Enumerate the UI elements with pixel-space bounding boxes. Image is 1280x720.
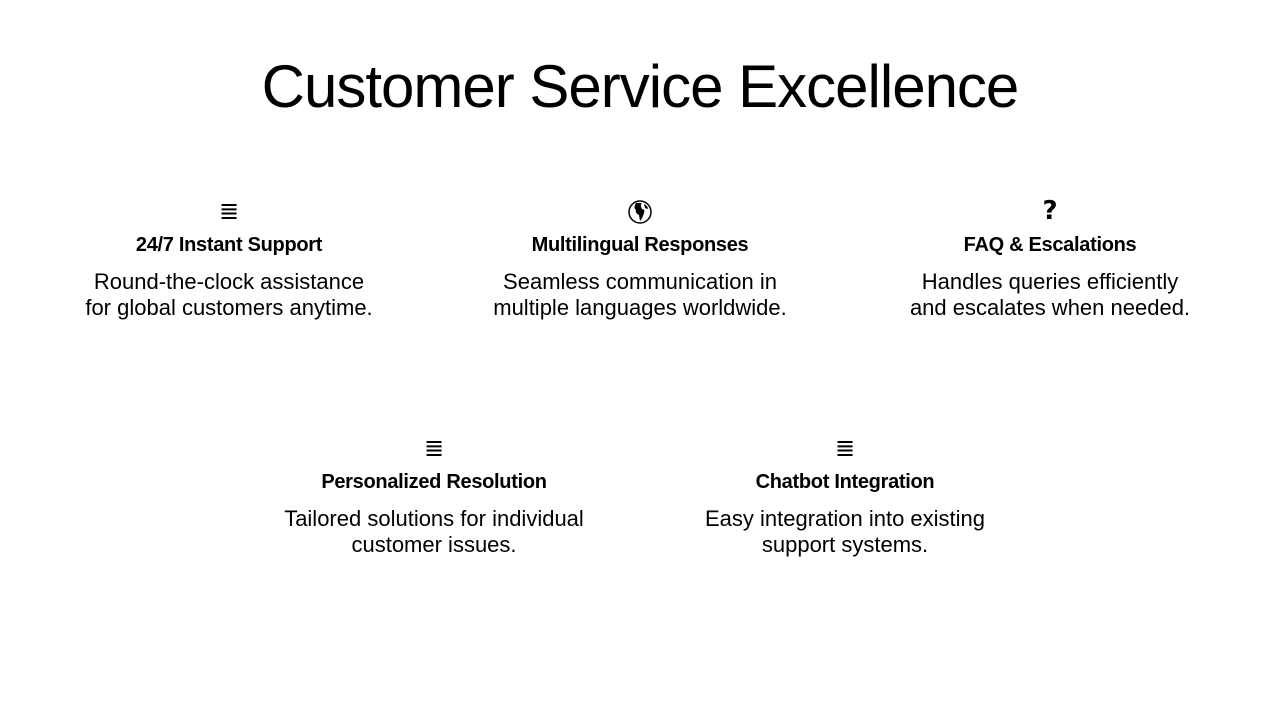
list-icon: ≣ xyxy=(218,197,240,225)
list-icon: ≣ xyxy=(834,434,856,462)
list-icon: ≣ xyxy=(423,434,445,462)
feature-card-instant-support: ≣ 24/7 Instant Support Round-the-clock a… xyxy=(49,196,409,321)
feature-card-multilingual: Multilingual Responses Seamless communic… xyxy=(460,196,820,321)
feature-title: Personalized Resolution xyxy=(321,471,547,493)
feature-title: Multilingual Responses xyxy=(531,234,749,256)
feature-title: Chatbot Integration xyxy=(755,471,935,493)
globe-icon xyxy=(460,196,820,226)
feature-card-faq: ? FAQ & Escalations Handles queries effi… xyxy=(870,196,1230,321)
feature-title: 24/7 Instant Support xyxy=(135,234,323,256)
page-title: Customer Service Excellence xyxy=(261,53,1020,120)
feature-title: FAQ & Escalations xyxy=(963,234,1137,256)
feature-card-chatbot: ≣ Chatbot Integration Easy integration i… xyxy=(665,433,1025,558)
feature-card-personalized: ≣ Personalized Resolution Tailored solut… xyxy=(254,433,614,558)
question-icon: ? xyxy=(1042,196,1058,226)
